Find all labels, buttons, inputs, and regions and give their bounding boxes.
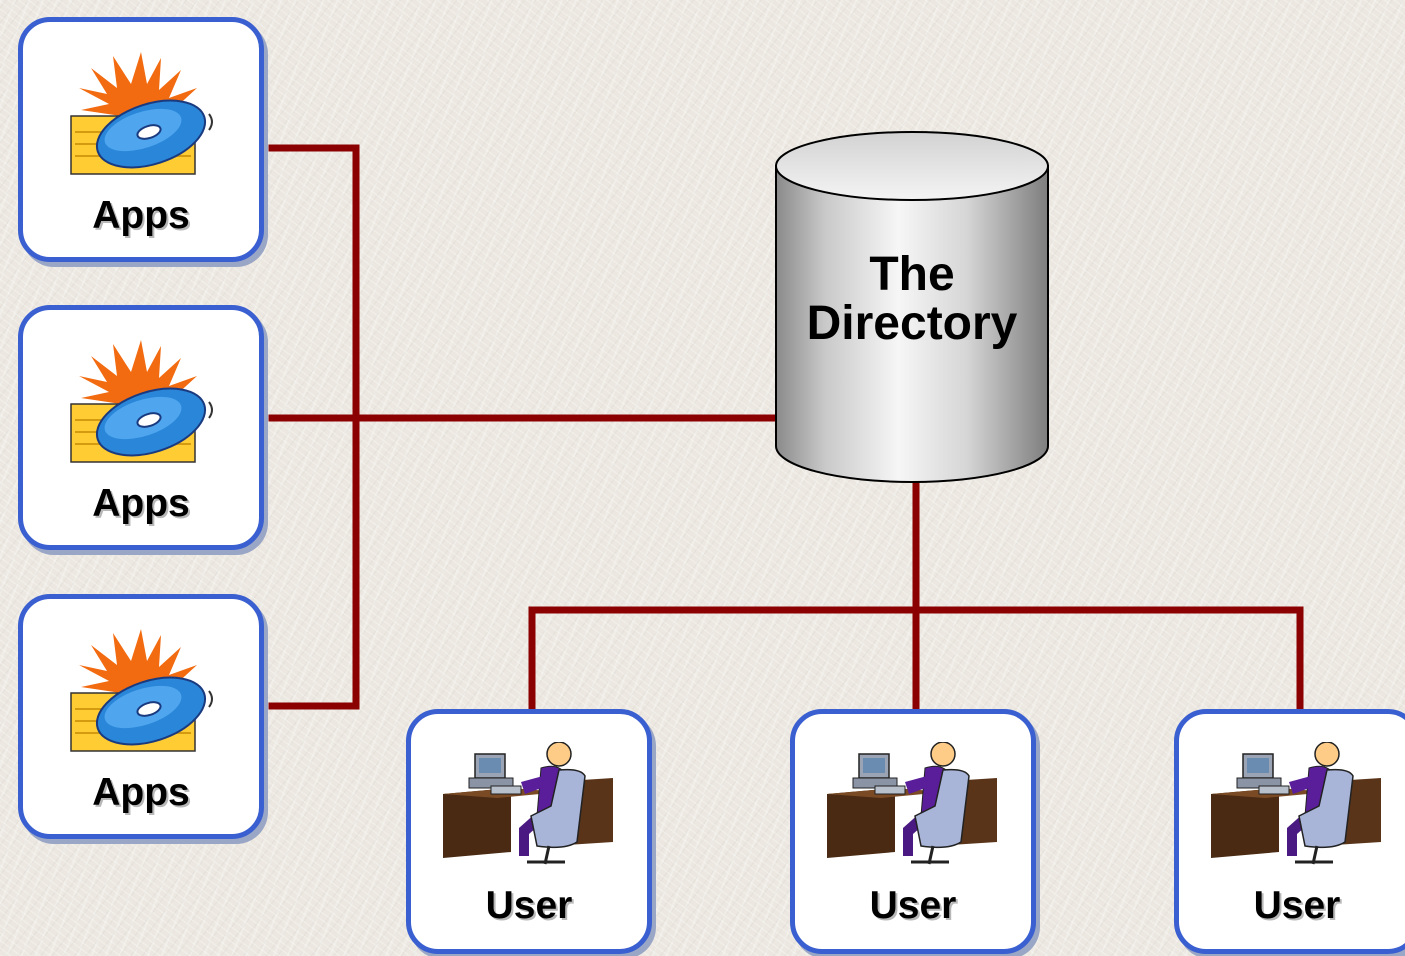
user-at-workstation-icon [1211,742,1381,865]
user-label: User [869,884,957,927]
apps-label: Apps [92,482,190,525]
database-cylinder-icon [775,131,1049,483]
user-node-3: User [1174,709,1405,954]
user-node-2: User [790,709,1036,954]
directory-label: The Directory [772,250,1052,348]
apps-node-2: Apps [18,305,264,550]
connector-user-bus [528,606,1304,714]
app-disc-sunburst-icon [70,52,213,175]
connector-apps-1 [268,144,360,710]
app-disc-sunburst-icon [70,340,213,463]
user-at-workstation-icon [827,742,997,865]
app-disc-sunburst-icon [70,629,213,752]
directory-label-line2: Directory [806,297,1018,350]
directory-node: The Directory [772,128,1052,484]
user-label: User [485,884,573,927]
user-node-1: User [406,709,652,954]
apps-node-3: Apps [18,594,264,839]
apps-label: Apps [92,771,190,814]
user-label: User [1253,884,1341,927]
user-at-workstation-icon [443,742,613,865]
directory-label-line1: The [869,248,955,301]
apps-node-1: Apps [18,17,264,262]
apps-label: Apps [92,194,190,237]
